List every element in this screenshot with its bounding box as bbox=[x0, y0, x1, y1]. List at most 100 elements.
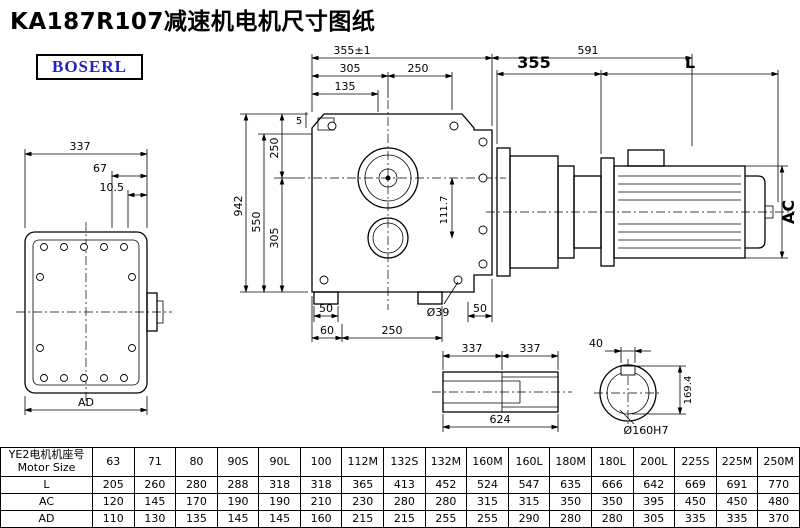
dim-50-bottom-left: 50 bbox=[319, 302, 333, 315]
dimension-value-cell: 669 bbox=[674, 476, 717, 494]
dimension-value-cell: 205 bbox=[92, 476, 135, 494]
dim-phi-160H7: Ø160H7 bbox=[624, 424, 669, 437]
frame-size-header-cell: 225S bbox=[674, 447, 717, 477]
frame-size-header-cell: 132S bbox=[383, 447, 426, 477]
dimension-value-cell: 370 bbox=[757, 510, 800, 528]
dim-591: 591 bbox=[578, 44, 599, 57]
dimension-value-cell: 318 bbox=[299, 476, 343, 494]
dim-550: 550 bbox=[250, 212, 263, 233]
dimension-value-cell: 255 bbox=[466, 510, 509, 528]
dimension-value-cell: 120 bbox=[92, 493, 135, 511]
dimension-value-cell: 450 bbox=[674, 493, 717, 511]
dimension-value-cell: 666 bbox=[590, 476, 634, 494]
dimension-value-cell: 170 bbox=[175, 493, 218, 511]
dimension-value-cell: 318 bbox=[258, 476, 301, 494]
motor-body bbox=[613, 165, 746, 259]
dimension-value-cell: 145 bbox=[258, 510, 301, 528]
frame-size-header-cell: 90L bbox=[258, 447, 301, 477]
dim-50-bottom-right: 50 bbox=[473, 302, 487, 315]
dimension-value-cell: 210 bbox=[299, 493, 343, 511]
dimension-value-cell: 350 bbox=[549, 493, 592, 511]
dimension-value-cell: 524 bbox=[466, 476, 509, 494]
dimension-value-cell: 145 bbox=[216, 510, 260, 528]
frame-size-header-cell: 63 bbox=[92, 447, 135, 477]
dimension-value-cell: 547 bbox=[507, 476, 551, 494]
dimension-value-cell: 305 bbox=[632, 510, 676, 528]
dimension-value-cell: 770 bbox=[757, 476, 800, 494]
dim-AC: AC bbox=[779, 200, 798, 224]
dimension-value-cell: 335 bbox=[674, 510, 717, 528]
dimension-value-cell: 350 bbox=[590, 493, 634, 511]
dim-169-4: 169.4 bbox=[683, 376, 694, 405]
page-title: KA187R107减速机电机尺寸图纸 bbox=[10, 9, 376, 35]
dim-60: 60 bbox=[320, 324, 334, 337]
technical-drawing: 337 67 10.5 AD 355±1 591 bbox=[16, 44, 798, 437]
dim-67: 67 bbox=[93, 162, 107, 175]
dim-250-bottom: 250 bbox=[382, 324, 403, 337]
dimension-value-cell: 260 bbox=[133, 476, 177, 494]
dim-355-side: 355 bbox=[517, 53, 550, 72]
output-shaft-bore bbox=[357, 147, 419, 209]
dimension-value-cell: 190 bbox=[258, 493, 301, 511]
dimension-value-cell: 413 bbox=[383, 476, 426, 494]
dim-942: 942 bbox=[232, 196, 245, 217]
frame-size-header-cell: 100 bbox=[299, 447, 343, 477]
frame-size-header-cell: 200L bbox=[632, 447, 676, 477]
dimension-value-cell: 190 bbox=[216, 493, 260, 511]
dim-10-5: 10.5 bbox=[100, 181, 125, 194]
dimension-value-cell: 215 bbox=[341, 510, 385, 528]
dimension-value-cell: 160 bbox=[299, 510, 343, 528]
dim-337-shaft-b: 337 bbox=[520, 342, 541, 355]
dim-135: 135 bbox=[335, 80, 356, 93]
mounting-foot bbox=[417, 291, 443, 305]
dimension-value-cell: 288 bbox=[216, 476, 260, 494]
dimension-value-cell: 315 bbox=[466, 493, 509, 511]
dimension-value-cell: 130 bbox=[133, 510, 177, 528]
dimension-value-cell: 691 bbox=[715, 476, 759, 494]
left-view: 337 67 10.5 AD bbox=[16, 140, 172, 415]
bore-view: 40 169.4 Ø160H7 bbox=[589, 337, 694, 437]
frame-size-header-cell: 180L bbox=[590, 447, 634, 477]
dim-L: L bbox=[685, 53, 695, 72]
frame-size-header-cell: 160L bbox=[507, 447, 551, 477]
gearbox-outline bbox=[311, 113, 493, 293]
frame-size-header-cell: 180M bbox=[549, 447, 592, 477]
dimension-value-cell: 480 bbox=[757, 493, 800, 511]
dim-40: 40 bbox=[589, 337, 603, 350]
dimension-value-cell: 215 bbox=[383, 510, 426, 528]
brand-logo: BOSERL bbox=[36, 54, 143, 80]
dimension-value-cell: 315 bbox=[507, 493, 551, 511]
row-label-cell: AD bbox=[0, 510, 93, 528]
hollow-shaft-outline bbox=[442, 371, 559, 413]
dim-305-top: 305 bbox=[340, 62, 361, 75]
dimension-value-cell: 365 bbox=[341, 476, 385, 494]
side-view: 355 L AC bbox=[486, 53, 798, 277]
dimension-value-cell: 135 bbox=[175, 510, 218, 528]
frame-size-header-cell: 132M bbox=[424, 447, 468, 477]
dimension-value-cell: 395 bbox=[632, 493, 676, 511]
input-bore bbox=[367, 217, 409, 259]
dimension-value-cell: 280 bbox=[424, 493, 468, 511]
dim-5: 5 bbox=[296, 116, 302, 127]
dimension-value-cell: 335 bbox=[715, 510, 759, 528]
dimension-value-cell: 290 bbox=[507, 510, 551, 528]
dimension-value-cell: 110 bbox=[92, 510, 135, 528]
mounting-foot bbox=[313, 291, 339, 305]
dimension-value-cell: 280 bbox=[549, 510, 592, 528]
terminal-box bbox=[627, 149, 665, 167]
shaft-view: 337 337 624 bbox=[432, 342, 572, 432]
dim-250-left: 250 bbox=[268, 138, 281, 159]
shaft-outer-circle bbox=[599, 364, 657, 422]
dim-305-left: 305 bbox=[268, 228, 281, 249]
dim-111-7: 111.7 bbox=[439, 196, 450, 225]
main-view: 355±1 591 305 250 135 942 550 250 305 5 … bbox=[232, 44, 693, 342]
frame-size-header-cell: 112M bbox=[341, 447, 385, 477]
frame-size-header-cell: 80 bbox=[175, 447, 218, 477]
